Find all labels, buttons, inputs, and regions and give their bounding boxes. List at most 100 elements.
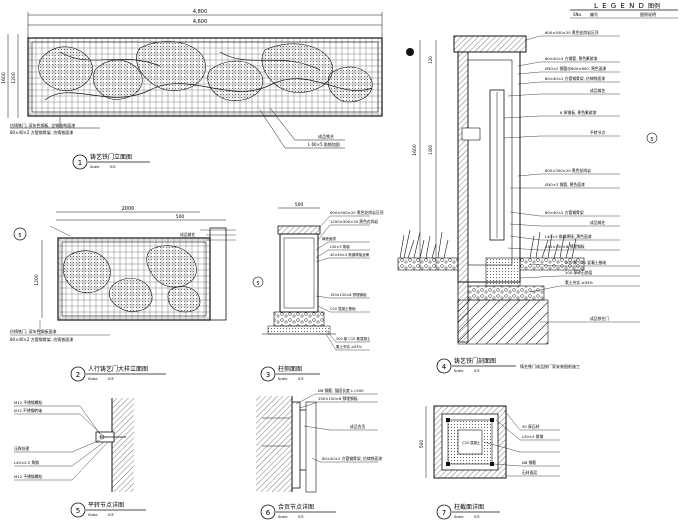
d7-scale: Scale (454, 515, 463, 519)
d3-sheet: ICE (298, 377, 304, 381)
legend-col-no: SNo. (573, 12, 582, 17)
d1-title: 铸艺铁门立面图 (90, 153, 132, 161)
d3-note-g: L50×3 角钢 (330, 244, 350, 249)
d2-number: 2 (76, 371, 80, 379)
d3-number: 3 (266, 371, 270, 379)
d5-sheet: ICE (108, 513, 114, 517)
d6-n4: 80×40×2 方管钢骨架, 仿铸铁面漆 (322, 456, 382, 461)
d4-n17: 成品铁艺门 (590, 316, 609, 321)
detail-7-column-section: 500 30 厚石材 L50×3 角钢 C20 混凝土 Ø8 钢筋 石材面层 7… (419, 405, 560, 520)
d3-note-a: 1200×500×30 黑色花岗岩 (330, 219, 378, 224)
d2-title: 人行铸艺门大样立面图 (88, 365, 148, 373)
d7-n5: 石材面层 (522, 470, 537, 475)
d2-note-3: 80×40×2 方管钢骨架, 仿铸铁面漆 (10, 336, 73, 342)
d7-title: 柱截面详图 (454, 503, 484, 511)
detail-4-gate-section: 1600 120 1300 (397, 30, 658, 374)
d4-n12: L40×3 角钢焊接, 黑色面漆 (545, 234, 592, 239)
d5-n3: 压焊处理 (14, 446, 29, 451)
detail-6-hinge-node: Ø8 钢筋, 锚固长度 L=500 150×150×8 预埋钢板 成品合页 80… (256, 388, 382, 520)
d4-n15: 100 厚碎石垫层 (565, 270, 593, 275)
d5-n1: M12 不锈钢螺栓 (14, 400, 43, 405)
d4-n1: 600×500×20 黑色花岗岩压顶 (545, 30, 599, 35)
d3-note-f: 素土夯实 ≥93% (336, 344, 362, 349)
d4-number: 4 (442, 363, 447, 371)
d7-n2: L50×3 角钢 (522, 434, 544, 439)
d5-scale: Scale (88, 513, 97, 517)
legend-right-label: 图例 (648, 2, 660, 10)
d1-dim-height-left: 1600 (1, 72, 7, 84)
d4-sheet: ICE (474, 369, 480, 373)
d4-scale: Scale (454, 369, 463, 373)
d1-scale: Scale (90, 165, 99, 169)
d4-n7: 平转节点 (590, 130, 605, 135)
d1-dim-height-inner: 1200 (11, 72, 17, 84)
d7-dim: 500 (419, 440, 425, 449)
d3-note-e: 200 厚 C15 素混凝土 (336, 336, 371, 341)
d6-title: 合页节点详图 (278, 503, 314, 511)
d3-note-c: 150×150×8 预埋钢板 (330, 292, 367, 297)
d7-n1: 30 厚石材 (522, 424, 540, 429)
d4-subnote: 铸艺铁门成品按厂家安装图纸施工 (520, 363, 580, 369)
d5-n2: Ø12 不锈钢转轴 (14, 408, 42, 413)
detail-1-gate-elevation: 4,800 4,600 1600 1200 仿铸铁门, 深灰色钢板, 全钢结构面… (1, 9, 383, 170)
d2-sheet: ICE (108, 377, 114, 381)
d4-title: 铸艺铁门剖面图 (454, 357, 496, 365)
d7-n3: C20 混凝土 (462, 440, 481, 445)
legend-col-desc: 图例说明 (640, 11, 656, 17)
d2-dim-c: 1200 (34, 274, 40, 286)
d3-note-h: 铸铁面漆 (322, 236, 336, 241)
detail-3-column-side: 500 5 600×500×20 黑色花岗岩压顶 1200×500×30 黑色花… (252, 202, 384, 382)
d4-dim-top: 120 (428, 56, 433, 64)
d7-n4: Ø8 钢筋 (522, 460, 536, 465)
d2-note-2: 仿铸铁门, 深灰色钢板面漆 (10, 328, 57, 334)
d4-n13: 150×150×8 预埋钢板 (545, 244, 585, 249)
d1-number: 1 (78, 159, 82, 167)
d6-number: 6 (266, 509, 271, 517)
d4-n16: 素土夯实 ≥93% (565, 280, 593, 285)
d1-note-1b: 80×40×2 方管钢骨架, 仿铸铁面漆 (10, 129, 73, 135)
d4-n4: 80×40×2 方管钢骨架, 仿铸铁面漆 (545, 76, 605, 81)
d6-n2: 150×150×8 预埋钢板 (318, 396, 358, 401)
d3-dim-top: 500 (295, 202, 304, 208)
d4-n2: 60×40×4 方钢管, 黑色氟碳漆 (545, 56, 598, 61)
d5-n4: L40×2.5 角钢 (14, 460, 39, 465)
d4-n5: 成品铸艺 (590, 88, 605, 93)
d1-dim-total: 4,600 (193, 19, 207, 25)
d1-number-circle (72, 154, 88, 170)
d3-note-d: C20 混凝土基础 (330, 306, 356, 311)
d3-note-b: 40×40×4 角钢焊接龙骨 (330, 252, 370, 257)
d4-dim-mid: 1300 (428, 144, 433, 155)
d7-sheet: ICE (474, 515, 480, 519)
d4-n11: 成品铸艺 (590, 220, 605, 225)
d6-n1: Ø8 钢筋, 锚固长度 L=500 (318, 388, 364, 393)
svg-text:5: 5 (256, 281, 259, 287)
d4-n14: 200 厚 C20 混凝土基础 (565, 260, 606, 265)
d2-dim-b: 500 (176, 214, 185, 220)
d5-n5: M12 不锈钢螺栓 (14, 474, 43, 479)
d2-note-1: 成品铸艺 (180, 232, 195, 237)
d4-n8: 600×300×20 黑色花岗岩 (545, 168, 591, 173)
d4-n10: 80×40×2 方管钢骨架 (545, 210, 584, 215)
legend-title: L E G E N D (594, 2, 645, 10)
d2-scale: Scale (88, 377, 97, 381)
legend-block: L E G E N D 图例 SNo. 编号 图例说明 (570, 2, 678, 19)
d6-scale: Scale (278, 515, 287, 519)
d6-sheet: ICE (298, 515, 304, 519)
d1-dim-overall: 4,800 (193, 9, 207, 15)
legend-col-name: 编号 (590, 11, 598, 17)
detail-5-pivot-node: M12 不锈钢螺栓 Ø12 不锈钢转轴 压焊处理 L40×2.5 角钢 M12 … (14, 398, 146, 518)
d3-scale: Scale (278, 377, 287, 381)
d7-number: 7 (442, 509, 446, 517)
svg-text:5: 5 (650, 137, 653, 143)
d5-number: 5 (76, 507, 80, 515)
d2-dim-a: 2000 (122, 206, 135, 212)
detail-2-pedestrian-gate: 2000 500 1200 5 成品铸艺 仿铸铁门, 深灰色钢板面漆 80×40… (10, 206, 236, 382)
d3-title: 柱侧面图 (278, 365, 302, 373)
d1-note-1: 仿铸铁门, 深灰色钢板, 全钢结构面漆 (10, 122, 75, 128)
d6-n3: 成品合页 (350, 424, 365, 429)
d1-note-2: 成品铁艺 (318, 133, 334, 139)
d4-n9: Ø50×2 钢管, 黑色面漆 (545, 182, 585, 187)
d1-note-3: L 60×5 角钢加固 (308, 141, 340, 147)
d4-n6: 8 厚钢板, 黑色氟碳漆 (560, 110, 597, 115)
